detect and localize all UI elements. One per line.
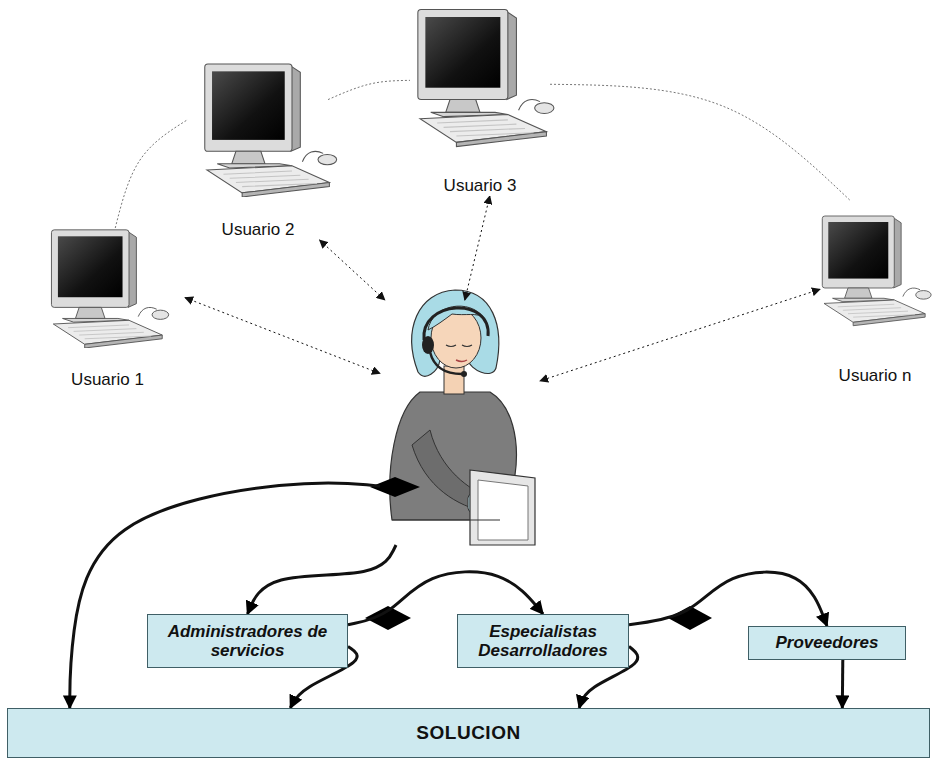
user-label: Usuario 3 [442,176,519,196]
computer-icon [822,216,931,326]
box-label: Administradores de servicios [156,622,339,660]
operator-figure [390,290,535,545]
flow-arrow [629,572,827,626]
computer-icon [418,10,554,147]
user-computer: Usuario 3 [410,0,550,196]
box-label: Proveedores [776,633,879,652]
process-box: Proveedores [748,626,906,660]
user-computer: Usuario 2 [188,60,328,240]
user-label: Usuario 1 [69,370,146,390]
user-label: Usuario 2 [220,220,297,240]
solution-band: SOLUCION [7,708,930,758]
user-connector [465,196,490,300]
network-link [550,84,850,200]
box-label: SOLUCION [416,722,520,744]
flow-arrow [841,660,844,708]
computer-icon [205,64,337,197]
user-label: Usuario n [837,366,914,386]
process-box: Especialistas Desarrolladores [457,614,629,668]
user-connector [320,240,385,300]
box-label: Especialistas Desarrolladores [466,622,620,660]
user-connector [540,289,820,381]
process-box: Administradores de servicios [147,614,348,668]
network-link [115,119,188,228]
user-computer: Usuario 1 [30,228,185,390]
computer-icon [51,230,168,348]
user-connector [185,298,380,374]
operator-figure [380,300,540,545]
flow-arrow [70,483,380,708]
flow-arrow [248,545,397,614]
user-computer: Usuario n [820,200,930,386]
network-link [328,80,410,99]
